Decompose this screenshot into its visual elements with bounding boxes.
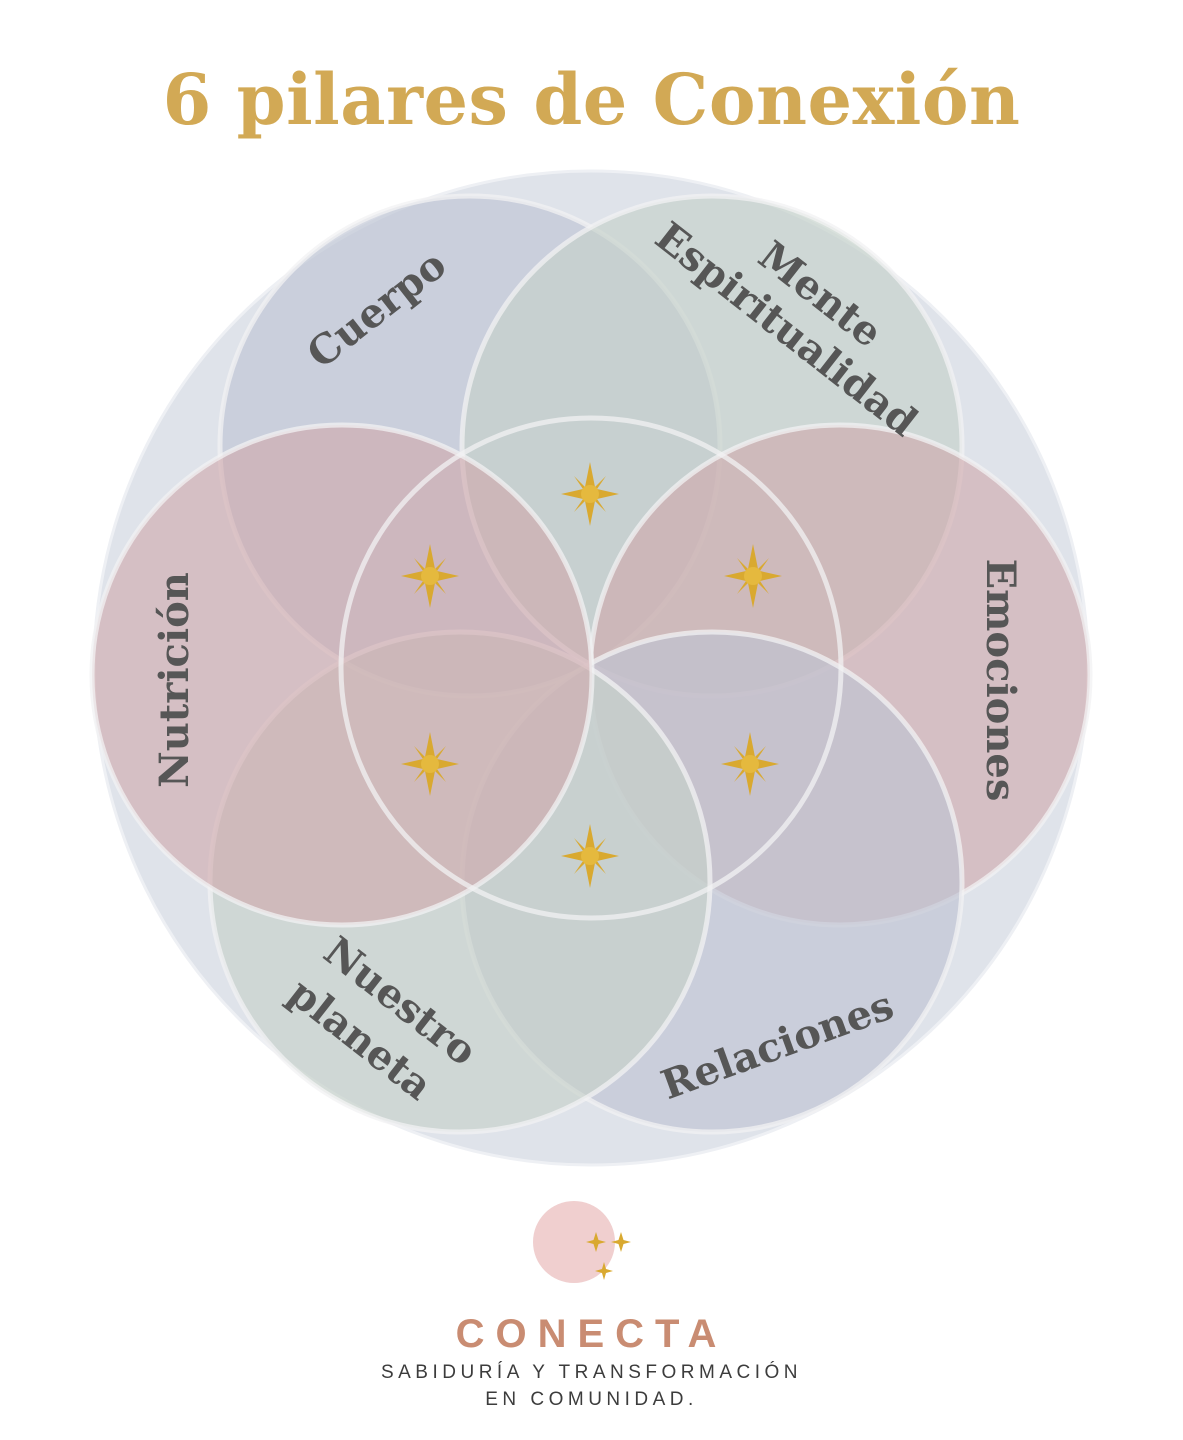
brand-tagline-line1: SABIDURÍA Y TRANSFORMACIÓN: [380, 1362, 803, 1383]
crescent-moon-icon: [533, 1201, 615, 1296]
center-circle: [338, 415, 844, 921]
logo-stars-icon: [586, 1232, 631, 1280]
brand-tagline-line2: EN COMUNIDAD.: [485, 1389, 698, 1410]
label-nutricion: Nutrición: [151, 572, 198, 788]
label-emociones: Emociones: [977, 559, 1024, 802]
page-title: 6 pilares de Conexión: [162, 58, 1021, 141]
brand-name: CONECTA: [455, 1312, 728, 1356]
